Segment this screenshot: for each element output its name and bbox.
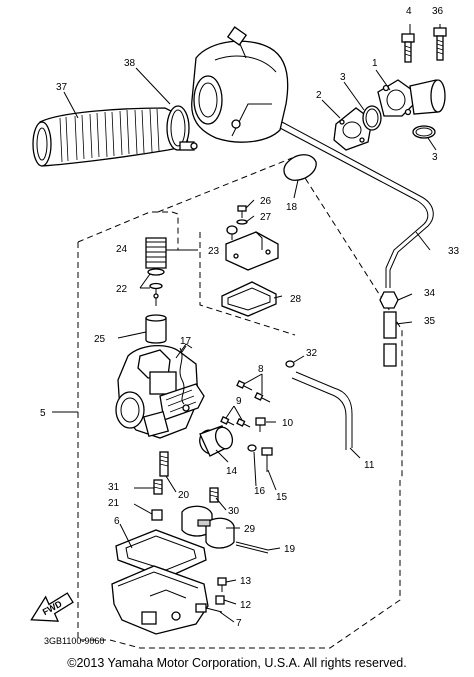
part-label-8: 8 bbox=[258, 364, 264, 375]
screws-9 bbox=[220, 416, 251, 428]
part-label-36: 36 bbox=[432, 6, 444, 17]
jet-21 bbox=[151, 509, 163, 521]
main-jet-20 bbox=[159, 451, 169, 477]
leader-lines bbox=[52, 24, 441, 623]
part-label-32: 32 bbox=[306, 348, 318, 359]
part-label-5: 5 bbox=[40, 408, 46, 419]
part-label-21: 21 bbox=[108, 498, 120, 509]
dashed-assembly-boundary bbox=[77, 157, 403, 649]
float-bowl-gasket bbox=[115, 529, 207, 579]
throttle-valve bbox=[145, 314, 167, 344]
part-label-9: 9 bbox=[236, 396, 242, 407]
jet-needle-set bbox=[147, 268, 165, 306]
part-label-35: 35 bbox=[424, 316, 436, 327]
part-label-3-lower: 3 bbox=[432, 152, 438, 163]
drawing-code: 3GB1100-9060 bbox=[44, 636, 104, 646]
screw-7 bbox=[195, 603, 223, 613]
part-label-34: 34 bbox=[424, 288, 436, 299]
part-label-27: 27 bbox=[260, 212, 272, 223]
part-label-17: 17 bbox=[180, 336, 192, 347]
part-label-31: 31 bbox=[108, 482, 120, 493]
part-label-6: 6 bbox=[114, 516, 120, 527]
bolt-36 bbox=[433, 27, 447, 61]
gasket-18 bbox=[283, 154, 317, 181]
screw-15 bbox=[261, 447, 273, 472]
part-label-7: 7 bbox=[236, 618, 242, 629]
part-label-16: 16 bbox=[254, 486, 266, 497]
cap-23 bbox=[226, 225, 238, 235]
screw-10 bbox=[255, 417, 266, 432]
part-label-22: 22 bbox=[116, 284, 128, 295]
part-label-1: 1 bbox=[372, 58, 378, 69]
part-label-2: 2 bbox=[316, 90, 322, 101]
washer-27 bbox=[236, 219, 248, 225]
air-box-housing bbox=[191, 26, 289, 143]
throttle-spring bbox=[145, 237, 167, 269]
part-label-15: 15 bbox=[276, 492, 288, 503]
part-label-10: 10 bbox=[282, 418, 294, 429]
hose-35 bbox=[383, 311, 397, 367]
pilot-jet-30 bbox=[209, 487, 219, 503]
part-label-4: 4 bbox=[406, 6, 412, 17]
screw-12 bbox=[215, 595, 225, 605]
part-label-28: 28 bbox=[290, 294, 302, 305]
part-label-20: 20 bbox=[178, 490, 190, 501]
bolt-4 bbox=[401, 33, 415, 63]
float-29 bbox=[181, 505, 235, 549]
clip-32 bbox=[285, 360, 295, 368]
part-label-30: 30 bbox=[228, 506, 240, 517]
screw-26 bbox=[237, 205, 247, 218]
top-cap-gasket-28 bbox=[221, 281, 277, 317]
o-ring-lower bbox=[412, 125, 436, 139]
part-label-19: 19 bbox=[284, 544, 296, 555]
part-label-14: 14 bbox=[226, 466, 238, 477]
part-label-12: 12 bbox=[240, 600, 252, 611]
part-label-38: 38 bbox=[124, 58, 136, 69]
part-label-29: 29 bbox=[244, 524, 256, 535]
intake-manifold bbox=[377, 79, 446, 117]
vent-hose-33 bbox=[279, 121, 434, 288]
air-intake-hose bbox=[32, 107, 189, 167]
needle-jet-31 bbox=[153, 479, 163, 495]
carburetor-top-cap bbox=[225, 231, 279, 271]
copyright-notice: ©2013 Yamaha Motor Corporation, U.S.A. A… bbox=[67, 656, 407, 670]
part-label-13: 13 bbox=[240, 576, 252, 587]
o-ring-upper bbox=[362, 105, 382, 131]
linkage-17 bbox=[179, 347, 185, 405]
part-label-33: 33 bbox=[448, 246, 460, 257]
part-label-37: 37 bbox=[56, 82, 68, 93]
part-label-18: 18 bbox=[286, 202, 298, 213]
part-label-3-upper: 3 bbox=[340, 72, 346, 83]
screws-8 bbox=[236, 380, 271, 403]
float-pin-19 bbox=[235, 541, 269, 554]
part-labels: 37 38 4 36 1 3 2 3 18 26 27 23 24 33 22 … bbox=[40, 6, 460, 629]
overflow-hose-11 bbox=[291, 371, 353, 450]
hose-clamp bbox=[166, 105, 198, 151]
part-label-23: 23 bbox=[208, 246, 220, 257]
part-label-26: 26 bbox=[260, 196, 272, 207]
cover-14 bbox=[199, 425, 234, 457]
carburetor-body bbox=[115, 343, 205, 439]
float-bowl bbox=[111, 565, 209, 635]
hose-joint-34 bbox=[379, 291, 399, 309]
screw-13 bbox=[217, 577, 227, 592]
part-label-11: 11 bbox=[364, 460, 375, 471]
part-label-25: 25 bbox=[94, 334, 106, 345]
forward-direction-arrow: FWD bbox=[30, 592, 74, 622]
washer-16 bbox=[247, 444, 257, 452]
part-label-24: 24 bbox=[116, 244, 128, 255]
